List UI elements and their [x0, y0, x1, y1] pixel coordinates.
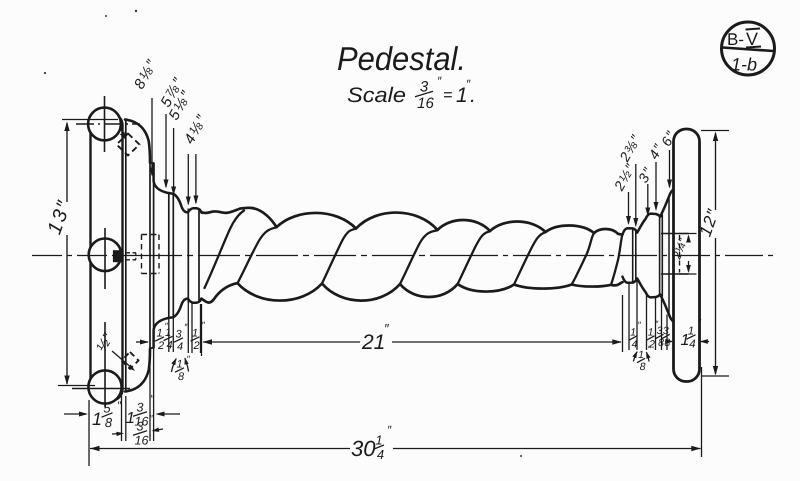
svg-text:1: 1 [92, 409, 102, 429]
svg-text:″: ″ [184, 322, 188, 332]
svg-text:.: . [470, 84, 476, 107]
svg-text:″: ″ [437, 74, 442, 88]
svg-text:″: ″ [165, 321, 169, 331]
svg-text:1: 1 [648, 327, 654, 339]
svg-text:8: 8 [640, 361, 646, 373]
svg-text:3: 3 [420, 79, 429, 96]
svg-text:21: 21 [361, 331, 385, 354]
svg-text:1: 1 [456, 84, 468, 107]
svg-text:″: ″ [648, 344, 652, 354]
svg-text:″: ″ [117, 400, 122, 412]
svg-text:V: V [746, 29, 758, 49]
svg-text:6″: 6″ [658, 127, 680, 149]
svg-text:8: 8 [105, 415, 113, 430]
svg-text:4: 4 [377, 447, 384, 462]
svg-text:16: 16 [135, 415, 149, 429]
svg-text:1: 1 [156, 328, 162, 340]
svg-text:4″: 4″ [645, 140, 667, 162]
svg-text:2: 2 [157, 340, 164, 352]
svg-text:″: ″ [202, 320, 206, 330]
svg-text:″: ″ [655, 319, 659, 329]
svg-text:1: 1 [176, 359, 182, 371]
svg-text:1: 1 [165, 327, 171, 339]
svg-text:4: 4 [177, 341, 183, 353]
svg-text:1: 1 [192, 328, 198, 340]
svg-text:″: ″ [638, 320, 642, 330]
svg-text:5: 5 [103, 401, 111, 416]
svg-text:″: ″ [384, 321, 389, 336]
svg-text:″: ″ [149, 414, 153, 425]
svg-text:4: 4 [689, 339, 695, 351]
svg-text:3: 3 [657, 325, 663, 337]
svg-text:8: 8 [658, 337, 664, 349]
svg-text:Pedestal.: Pedestal. [337, 40, 466, 77]
svg-text:1: 1 [638, 349, 644, 361]
svg-text:½″: ½″ [93, 330, 117, 354]
svg-text:30: 30 [351, 436, 376, 461]
svg-text:3: 3 [663, 325, 669, 337]
svg-text:″: ″ [698, 318, 702, 329]
svg-text:3: 3 [175, 329, 182, 341]
svg-text:16: 16 [417, 95, 434, 112]
svg-text:Scale: Scale [347, 84, 406, 107]
svg-text:B-: B- [727, 30, 744, 49]
svg-text:1: 1 [630, 327, 636, 339]
svg-text:3: 3 [137, 420, 144, 434]
svg-text:2: 2 [648, 339, 655, 351]
svg-text:″: ″ [466, 77, 471, 91]
svg-text:1: 1 [681, 332, 690, 349]
svg-text:3″: 3″ [635, 164, 657, 186]
svg-text:″: ″ [387, 423, 392, 437]
svg-text:4: 4 [632, 339, 638, 351]
svg-text:1: 1 [126, 410, 135, 427]
svg-text:1-b: 1-b [731, 55, 757, 75]
svg-text:1: 1 [375, 433, 382, 448]
svg-text:″: ″ [150, 394, 154, 405]
svg-text:16: 16 [135, 434, 149, 448]
svg-text:=: = [443, 87, 452, 104]
svg-text:2: 2 [192, 340, 199, 352]
svg-text:8: 8 [178, 371, 185, 383]
svg-text:″: ″ [187, 354, 191, 364]
svg-text:″: ″ [671, 318, 675, 328]
svg-text:1: 1 [688, 326, 694, 338]
svg-text:3: 3 [137, 401, 144, 415]
svg-text:4: 4 [166, 340, 172, 352]
